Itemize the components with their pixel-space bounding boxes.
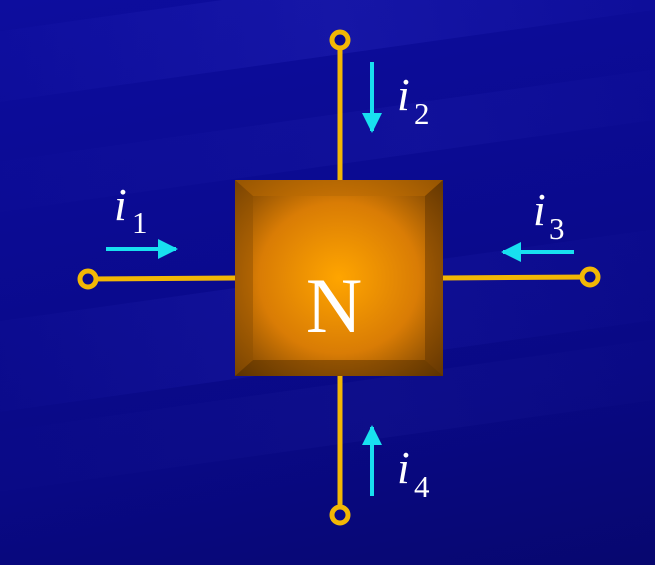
terminal-left (77, 268, 99, 290)
terminal-top (329, 29, 351, 51)
node-label: N (306, 262, 362, 349)
current-label-i2: i 2 (397, 69, 430, 131)
current-subscript: 4 (414, 469, 430, 504)
terminal-right (579, 266, 601, 288)
current-subscript: 2 (414, 96, 430, 131)
current-symbol: i (397, 69, 410, 120)
current-subscript: 1 (132, 205, 148, 240)
current-symbol: i (533, 184, 546, 235)
current-symbol: i (397, 442, 410, 493)
current-label-i4: i 4 (397, 442, 430, 504)
wire-right (441, 274, 591, 281)
current-label-i3: i 3 (533, 184, 565, 246)
current-label-i1: i 1 (114, 179, 148, 240)
current-symbol: i (114, 179, 127, 230)
current-subscript: 3 (549, 211, 565, 246)
network-node: N (235, 180, 443, 376)
wire-left (87, 275, 237, 282)
terminal-bottom (329, 504, 351, 526)
